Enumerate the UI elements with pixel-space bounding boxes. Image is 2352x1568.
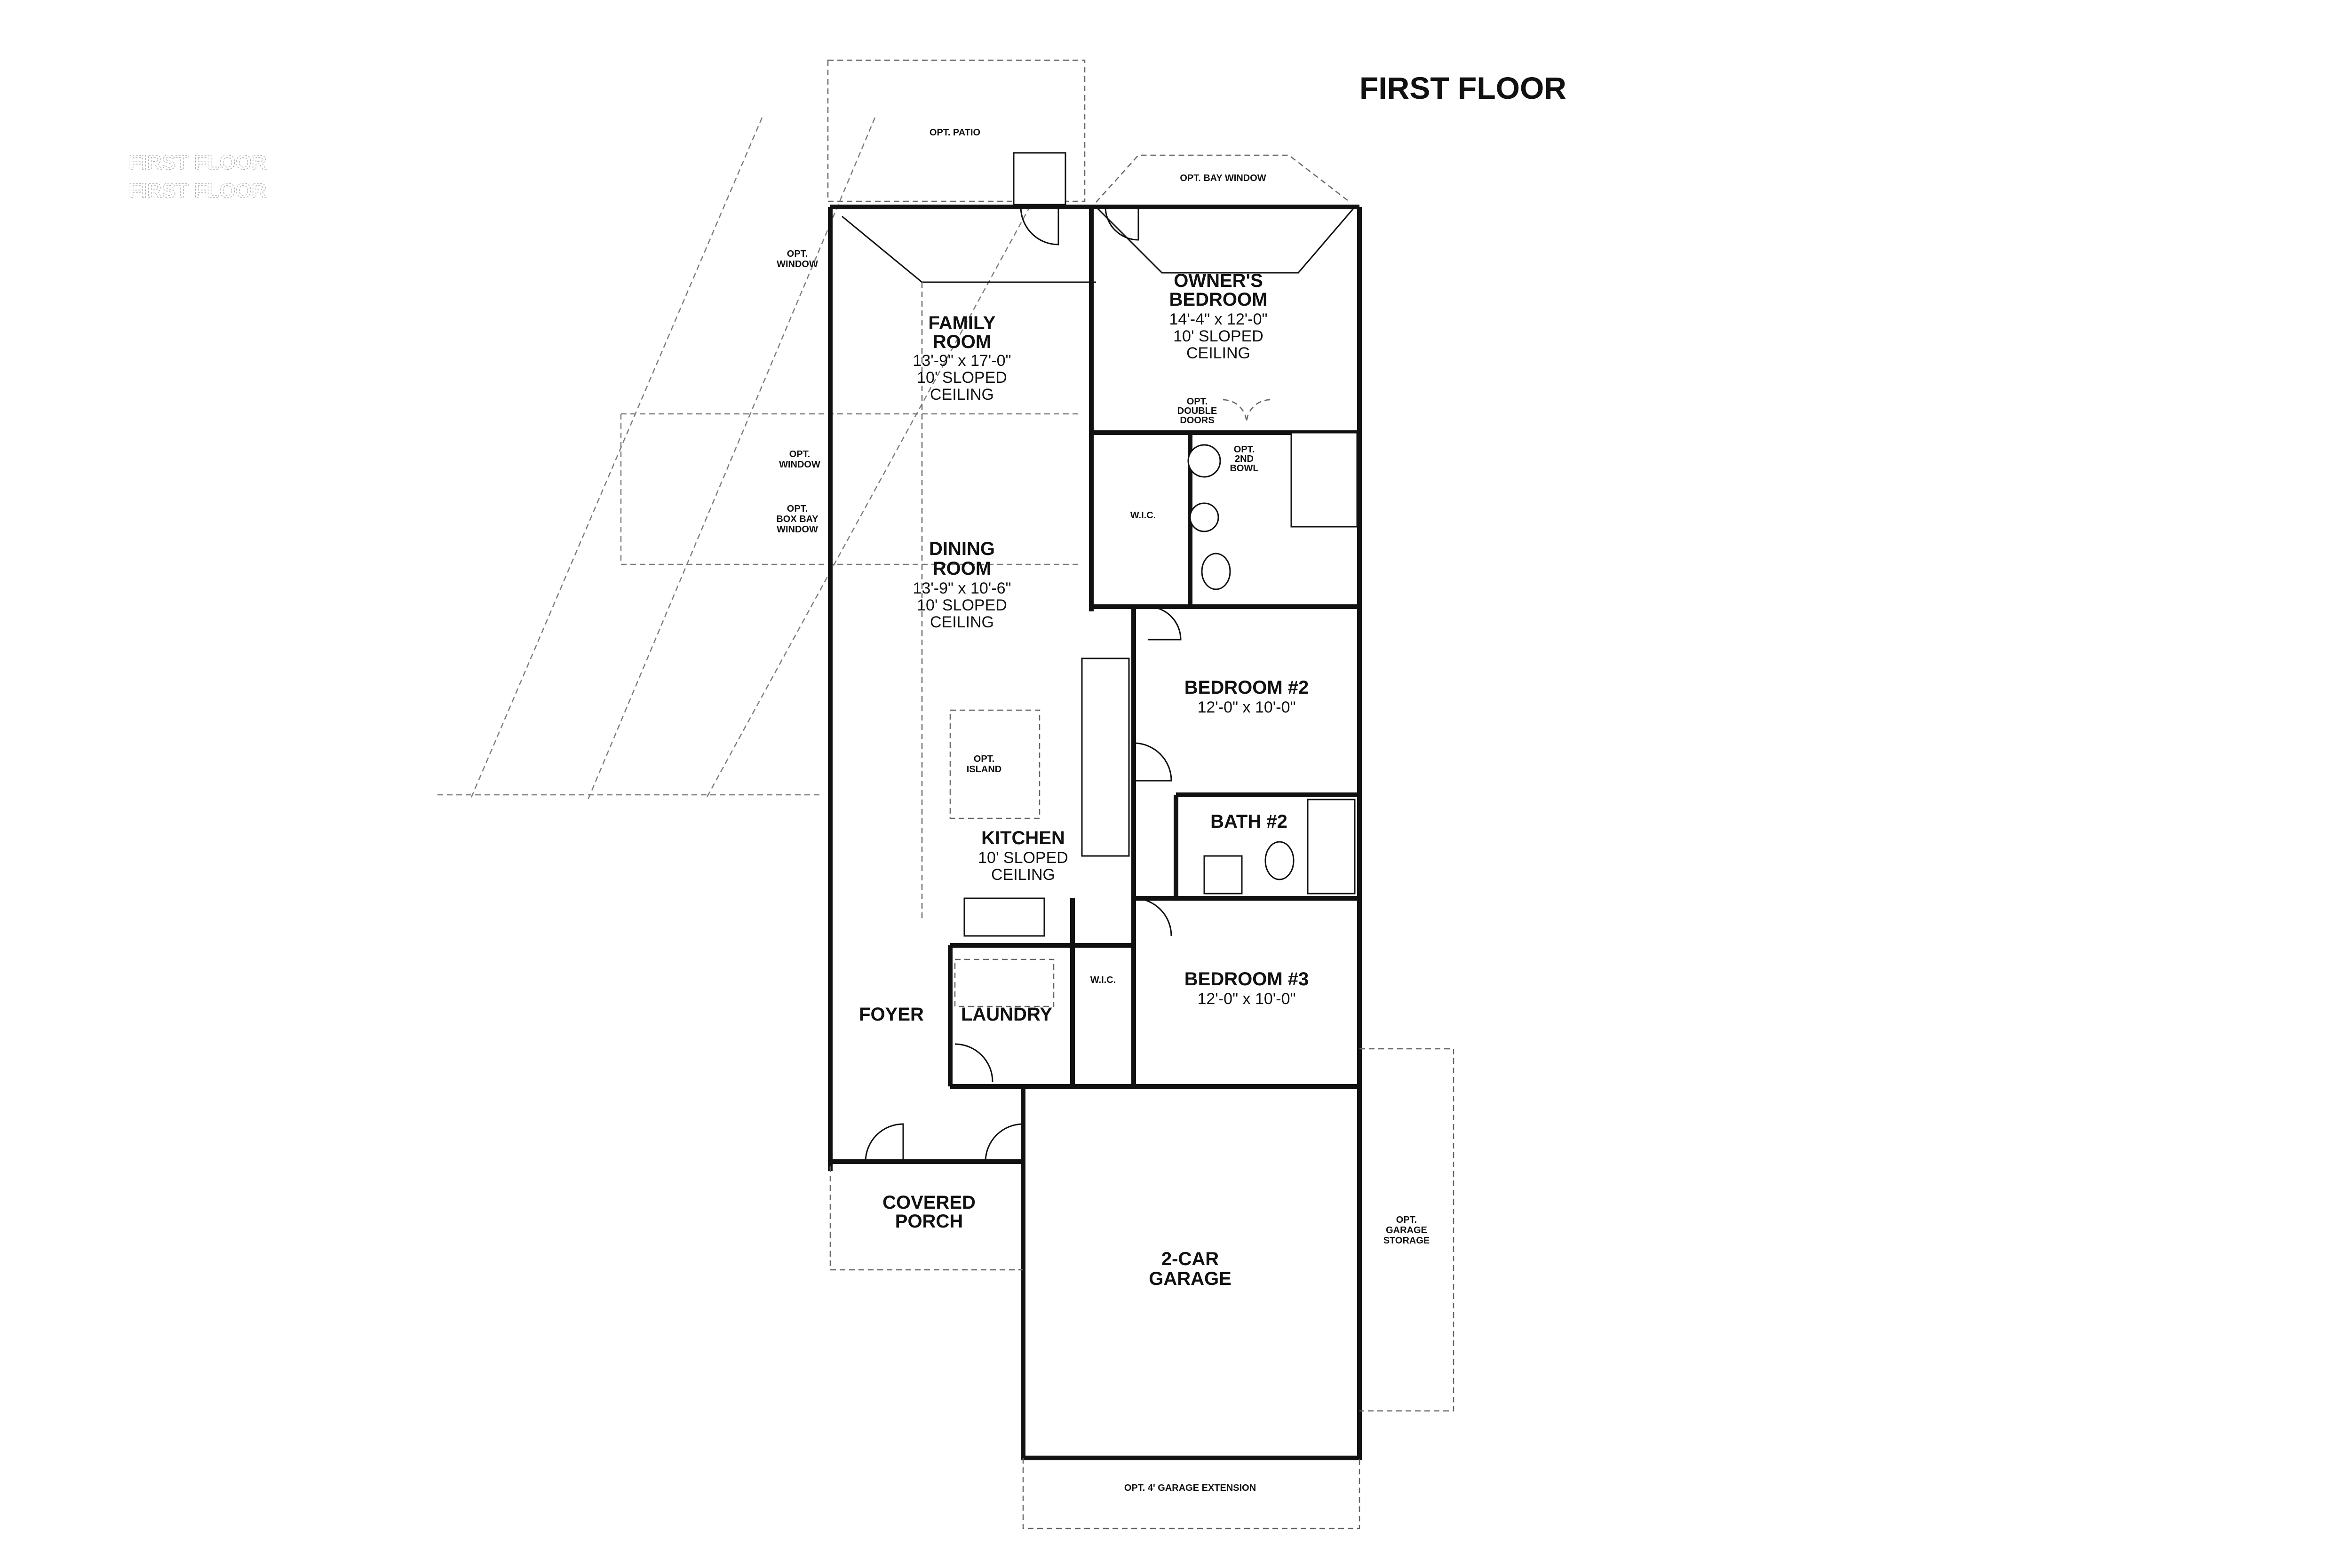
ceiling-slope-line — [1095, 206, 1356, 274]
opt-window-mid-label: OPT. — [789, 449, 810, 459]
opt-second-bowl-sink — [1187, 444, 1221, 478]
opt-island-outline — [949, 709, 1041, 819]
opt-second-bowl-label-2: 2ND — [1235, 454, 1254, 464]
kitchen-counter — [1081, 657, 1130, 857]
bedroom2-dims: 12'-0" x 10'-0" — [1197, 698, 1295, 716]
owner-wic-label: W.I.C. — [1130, 510, 1156, 521]
opt-bay-window-outline — [1096, 154, 1351, 203]
opt-window-mid-label-2: WINDOW — [779, 459, 820, 470]
kitchen-name: KITCHEN — [981, 828, 1065, 848]
opt-patio-label: OPT. PATIO — [930, 127, 980, 138]
vanity-sink — [1189, 502, 1219, 532]
opt-garage-storage-label-2: GARAGE — [1386, 1225, 1427, 1235]
door-swing — [1020, 206, 1059, 245]
door-swing — [1147, 606, 1182, 641]
opt-garage-extension-outline — [1022, 1458, 1360, 1529]
bath2-toilet — [1264, 841, 1295, 880]
door-swing — [1133, 897, 1172, 936]
opt-double-doors-swing — [1223, 399, 1271, 424]
owner-shower — [1290, 432, 1358, 528]
page-title: FIRST FLOOR — [1359, 71, 1566, 105]
ghost-title-echo: FIRST FLOOR — [128, 179, 266, 202]
laundry-name: LAUNDRY — [961, 1004, 1052, 1025]
opt-window-top-label-2: WINDOW — [777, 259, 818, 269]
owners-bedroom-ceiling: 10' SLOPED — [1173, 327, 1263, 345]
garage-name-2: GARAGE — [1149, 1268, 1232, 1289]
door-swing — [865, 1123, 904, 1162]
covered-porch-outline — [829, 1166, 1023, 1271]
door-swing — [954, 1043, 993, 1082]
owners-bedroom-name-2: BEDROOM — [1169, 289, 1268, 310]
ghost-line — [469, 117, 763, 800]
dining-room-ceiling-2: CEILING — [930, 613, 994, 631]
family-room-ceiling-2: CEILING — [930, 386, 994, 404]
ghost-overlay: FIRST FLOOR FIRST FLOOR — [128, 117, 1082, 800]
family-room-name-2: ROOM — [933, 332, 991, 352]
family-room-ceiling: 10' SLOPED — [917, 369, 1007, 387]
door-swing — [1133, 742, 1172, 782]
bedroom3-name: BEDROOM #3 — [1184, 969, 1309, 990]
ghost-line — [705, 197, 1036, 800]
opt-island-label-2: ISLAND — [967, 764, 1001, 775]
opt-double-doors-label: OPT. — [1187, 396, 1208, 407]
owner-toilet — [1201, 553, 1231, 590]
covered-porch-name: COVERED — [882, 1192, 976, 1213]
opt-garage-storage-label: OPT. — [1396, 1215, 1417, 1225]
bath2-name: BATH #2 — [1210, 811, 1287, 832]
opt-patio-outline — [827, 59, 1086, 202]
door-swing — [1104, 206, 1139, 241]
opt-window-top-label: OPT. — [787, 249, 808, 259]
opt-garage-storage-outline — [1359, 1048, 1454, 1412]
fireplace — [1013, 152, 1066, 206]
opt-second-bowl-label: OPT. — [1234, 444, 1255, 455]
opt-garage-extension-label: OPT. 4' GARAGE EXTENSION — [1124, 1483, 1256, 1493]
kitchen-ceiling: 10' SLOPED — [978, 849, 1068, 867]
family-room-name: FAMILY — [929, 313, 996, 333]
kitchen-sink-counter — [963, 897, 1045, 937]
door-swing — [985, 1123, 1024, 1162]
owners-bedroom-ceiling-2: CEILING — [1186, 344, 1250, 362]
covered-porch-name-2: PORCH — [895, 1211, 963, 1232]
kitchen-ceiling-2: CEILING — [991, 866, 1055, 884]
bedroom3-dims: 12'-0" x 10'-0" — [1197, 990, 1295, 1008]
opt-second-bowl-label-3: BOWL — [1230, 463, 1258, 474]
foyer-name: FOYER — [859, 1004, 924, 1025]
bedroom2-name: BEDROOM #2 — [1184, 677, 1309, 698]
opt-box-bay-label: OPT. — [787, 504, 808, 514]
opt-box-bay-label-3: WINDOW — [777, 524, 818, 535]
garage-name: 2-CAR — [1161, 1249, 1219, 1269]
ghost-line — [587, 117, 876, 800]
opt-box-bay-label-2: BOX BAY — [776, 514, 818, 524]
opt-island-label: OPT. — [974, 754, 994, 764]
dining-room-name: DINING — [929, 539, 995, 559]
family-room-dims: 13'-9" x 17'-0" — [913, 352, 1011, 370]
owners-bedroom-dims: 14'-4" x 12'-0" — [1169, 310, 1267, 328]
dining-room-dims: 13'-9" x 10'-6" — [913, 579, 1011, 597]
opt-garage-storage-label-3: STORAGE — [1383, 1235, 1430, 1246]
dining-room-ceiling: 10' SLOPED — [917, 596, 1007, 614]
dining-room-name-2: ROOM — [933, 558, 991, 579]
owners-bedroom-name: OWNER'S — [1174, 270, 1263, 291]
opt-bay-window-label: OPT. BAY WINDOW — [1180, 173, 1266, 183]
washer-dryer — [954, 958, 1055, 1007]
opt-double-doors-label-3: DOORS — [1180, 415, 1214, 426]
ghost-title: FIRST FLOOR — [128, 151, 266, 174]
opt-double-doors-label-2: DOUBLE — [1177, 406, 1217, 416]
bath2-sink — [1203, 855, 1243, 895]
bathtub — [1307, 799, 1356, 895]
small-wic-label: W.I.C. — [1090, 975, 1116, 985]
